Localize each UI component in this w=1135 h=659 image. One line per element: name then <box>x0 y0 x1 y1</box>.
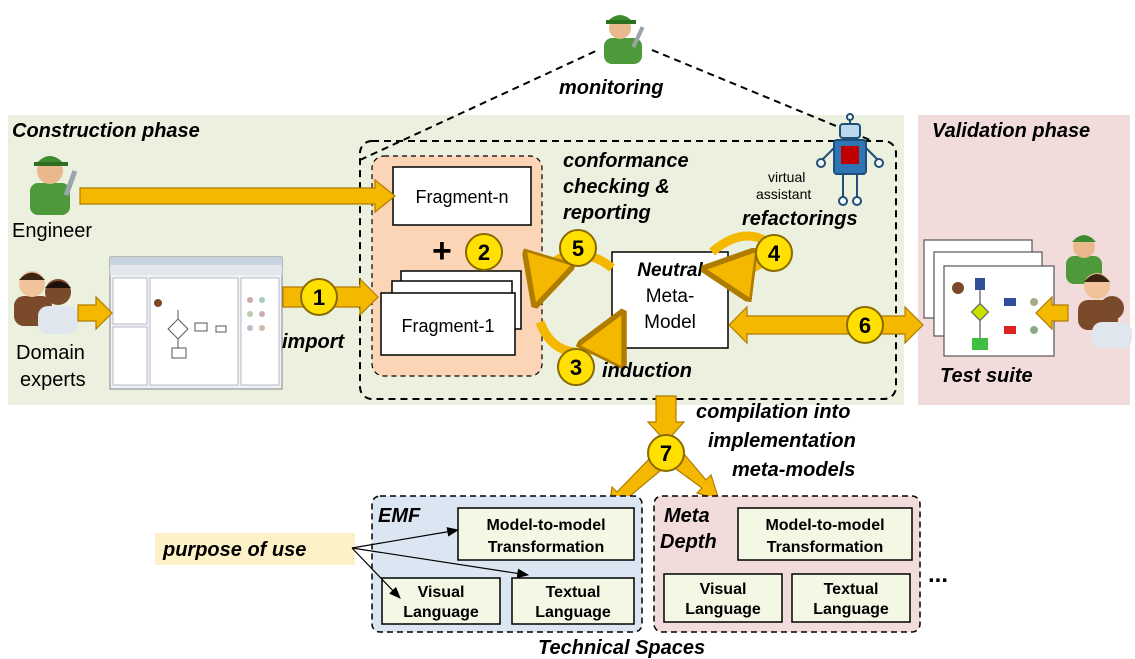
emf-visual-line2: Language <box>403 604 479 621</box>
purpose-of-use-box <box>155 533 355 565</box>
conformance-line3: reporting <box>563 202 651 224</box>
monitoring-label: monitoring <box>559 77 663 99</box>
monitoring-line-left <box>359 49 599 161</box>
test-suite-stack <box>923 239 1055 357</box>
step-badge-4: 4 <box>755 234 793 272</box>
metadepth-visual-line1: Visual <box>700 581 747 598</box>
metadepth-textual-line1: Textual <box>824 581 879 598</box>
more-spaces-ellipsis: ... <box>928 561 948 588</box>
engineer-icon <box>30 156 78 215</box>
compilation-line1: compilation into <box>696 401 850 423</box>
neutral-line3: Model <box>644 312 696 333</box>
refactorings-label: refactorings <box>742 208 858 230</box>
process-dashed-box <box>359 140 897 400</box>
step-badge-3: 3 <box>557 348 595 386</box>
metadepth-visual-box <box>663 573 783 623</box>
conformance-line1: conformance <box>563 150 689 172</box>
metadepth-m2m-box <box>737 507 913 561</box>
emf-visual-line1: Visual <box>418 584 465 601</box>
metadepth-m2m-line1: Model-to-model <box>765 517 884 534</box>
metadepth-visual-line2: Language <box>685 601 761 618</box>
fragment-n-label: Fragment-n <box>415 187 508 207</box>
svg-text:1: 1 <box>313 285 325 310</box>
svg-text:7: 7 <box>660 441 672 466</box>
arrow-people-to-testsuite <box>1035 295 1069 331</box>
metadepth-textual-line2: Language <box>813 601 889 618</box>
purpose-arrow-to-textual <box>351 547 530 579</box>
monitoring-line-right <box>651 49 871 141</box>
emf-m2m-box <box>457 507 635 561</box>
emf-m2m-line2: Transformation <box>488 539 604 556</box>
monitoring-person-icon <box>604 15 645 64</box>
emf-visual-box <box>381 577 501 625</box>
validation-people-icon <box>1066 235 1132 348</box>
purpose-of-use-label: purpose of use <box>162 539 306 561</box>
import-label: import <box>282 331 346 353</box>
metadepth-title-line2: Depth <box>660 531 717 553</box>
emf-m2m-line1: Model-to-model <box>486 517 605 534</box>
emf-title: EMF <box>378 505 421 527</box>
arrow-engineer-to-fragments <box>79 178 396 214</box>
virtual-assistant-line2: assistant <box>756 186 811 202</box>
domain-experts-icon <box>14 271 78 334</box>
step-badge-7: 7 <box>647 434 685 472</box>
metadepth-textual-box <box>791 573 911 623</box>
step-badge-1: 1 <box>300 278 338 316</box>
neutral-line1: Neutral <box>637 260 703 281</box>
svg-text:3: 3 <box>570 355 582 380</box>
engineer-label: Engineer <box>12 220 92 242</box>
plus-sign: + <box>432 232 452 270</box>
emf-textual-line1: Textual <box>546 584 601 601</box>
test-suite-label: Test suite <box>940 365 1033 387</box>
fragment-1-box <box>380 292 516 356</box>
purpose-arrow-to-m2m <box>351 527 460 549</box>
arrow-to-metadepth <box>671 453 720 501</box>
construction-phase-title: Construction phase <box>12 120 200 142</box>
editor-screenshot-thumbnail <box>109 256 283 390</box>
virtual-assistant-line1: virtual <box>768 169 805 185</box>
svg-text:5: 5 <box>572 236 584 261</box>
metadepth-title-line1: Meta <box>664 505 710 527</box>
step-badge-6: 6 <box>846 306 884 344</box>
compilation-line3: meta-models <box>732 459 855 481</box>
step-badge-5: 5 <box>559 229 597 267</box>
neutral-line2: Meta- <box>646 286 695 307</box>
emf-textual-line2: Language <box>535 604 611 621</box>
step-badge-2: 2 <box>465 233 503 271</box>
arrow-compilation-down <box>646 395 686 443</box>
metadepth-m2m-line2: Transformation <box>767 539 883 556</box>
purpose-arrow-to-visual <box>351 547 401 599</box>
arrow-experts-to-screenshot <box>77 295 113 331</box>
domain-experts-line2: experts <box>20 369 86 391</box>
validation-phase-title: Validation phase <box>932 120 1090 142</box>
robot-icon <box>816 113 884 206</box>
technical-spaces-label: Technical Spaces <box>538 637 705 659</box>
svg-text:4: 4 <box>768 241 781 266</box>
domain-experts-line1: Domain <box>16 342 85 364</box>
fragment-1-label: Fragment-1 <box>401 316 494 336</box>
emf-textual-box <box>511 577 635 625</box>
svg-text:6: 6 <box>859 313 871 338</box>
induction-label: induction <box>602 360 692 382</box>
svg-text:2: 2 <box>478 240 490 265</box>
compilation-line2: implementation <box>708 430 856 452</box>
conformance-line2: checking & <box>563 176 670 198</box>
